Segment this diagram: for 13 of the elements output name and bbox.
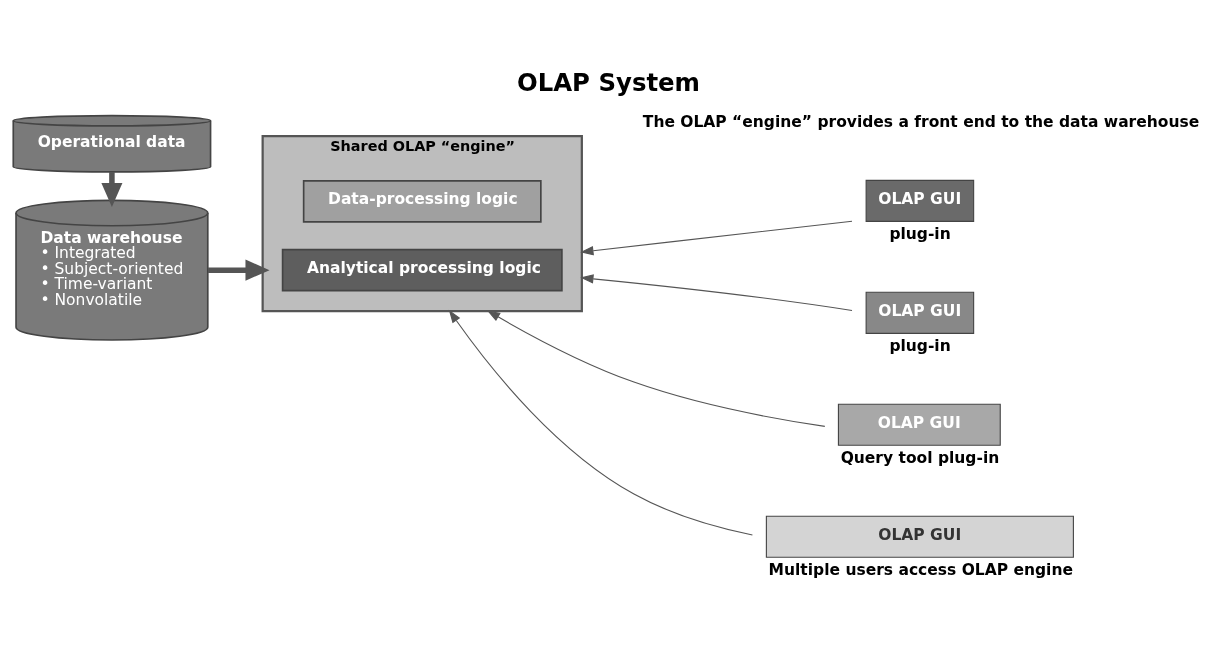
arrow <box>448 309 753 536</box>
arrow <box>580 273 853 311</box>
node-label: Multiple users access OLAP engine <box>768 560 1073 579</box>
arrow <box>486 309 826 427</box>
label: The OLAP “engine” provides a front end to the data warehouse <box>642 112 1200 131</box>
node-label: plug-in <box>889 224 951 243</box>
node-box: Analytical processing logic <box>281 248 563 291</box>
node-box: Data-processing logic <box>302 179 542 223</box>
diagram-title: OLAP System <box>517 67 701 97</box>
node-label: Query tool plug-in <box>840 448 1000 467</box>
arrow <box>208 259 270 281</box>
arrow <box>580 220 853 255</box>
node-label: plug-in <box>889 336 951 355</box>
